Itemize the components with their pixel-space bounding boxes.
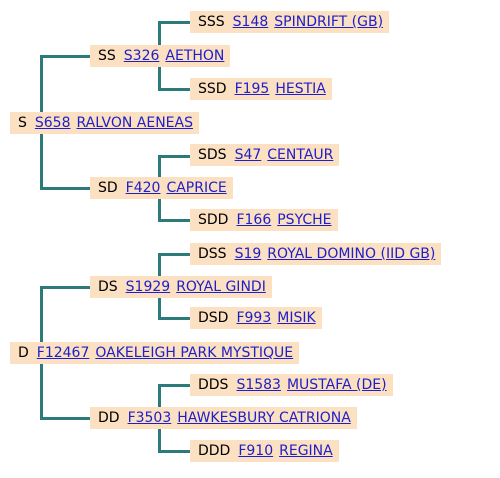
- relation-code: SDD: [198, 212, 229, 228]
- relation-code: DDS: [198, 377, 229, 393]
- relation-code: SS: [98, 48, 116, 64]
- registration-link[interactable]: S1929: [125, 279, 171, 295]
- connector: [40, 417, 90, 420]
- pedigree-entry-sss: SSS S148 SPINDRIFT (GB): [190, 11, 390, 33]
- pedigree-entry-ddd: DDD F910 REGINA: [190, 440, 339, 462]
- registration-link[interactable]: S1583: [236, 377, 281, 393]
- dog-name-link[interactable]: MISIK: [277, 310, 316, 326]
- dog-name-link[interactable]: AETHON: [165, 48, 225, 64]
- dog-name-link[interactable]: ROYAL GINDI: [176, 279, 266, 295]
- relation-code: DSD: [198, 310, 229, 326]
- registration-link[interactable]: S148: [232, 14, 269, 30]
- connector: [158, 219, 190, 222]
- connector: [158, 57, 161, 91]
- registration-link[interactable]: F166: [236, 212, 272, 228]
- registration-link[interactable]: F195: [234, 81, 270, 97]
- connector: [40, 123, 43, 190]
- connector: [40, 187, 90, 190]
- registration-link[interactable]: F3503: [127, 410, 172, 426]
- dog-name-link[interactable]: SPINDRIFT (GB): [274, 14, 384, 30]
- pedigree-entry-ss: SS S326 AETHON: [90, 45, 231, 67]
- connector: [158, 287, 161, 320]
- connector: [158, 155, 161, 189]
- pedigree-entry-dd: DD F3503 HAWKESBURY CATRIONA: [90, 407, 357, 429]
- pedigree-entry-ssd: SSD F195 HESTIA: [190, 78, 332, 100]
- dog-name-link[interactable]: CENTAUR: [267, 147, 334, 163]
- dog-name-link[interactable]: ROYAL DOMINO (IID GB): [267, 246, 436, 262]
- dog-name-link[interactable]: OAKELEIGH PARK MYSTIQUE: [95, 345, 294, 361]
- relation-code: SSD: [198, 81, 227, 97]
- connector: [158, 21, 161, 58]
- dog-name-link[interactable]: PSYCHE: [277, 212, 332, 228]
- connector: [158, 253, 190, 256]
- dog-name-link[interactable]: REGINA: [279, 443, 333, 459]
- registration-link[interactable]: F993: [236, 310, 272, 326]
- connector: [40, 286, 90, 289]
- registration-link[interactable]: S47: [234, 147, 262, 163]
- registration-link[interactable]: S326: [123, 48, 160, 64]
- connector: [158, 418, 161, 452]
- dog-name-link[interactable]: HAWKESBURY CATRIONA: [177, 410, 351, 426]
- relation-code: SSS: [198, 14, 225, 30]
- connector: [40, 55, 90, 58]
- pedigree-entry-sds: SDS S47 CENTAUR: [190, 144, 340, 166]
- pedigree-entry-dds: DDS S1583 MUSTAFA (DE): [190, 374, 393, 396]
- relation-code: SDS: [198, 147, 227, 163]
- registration-link[interactable]: F910: [238, 443, 274, 459]
- connector: [40, 55, 43, 123]
- pedigree-entry-s: S S658 RALVON AENEAS: [10, 112, 199, 134]
- dog-name-link[interactable]: MUSTAFA (DE): [286, 377, 387, 393]
- relation-code: DSS: [198, 246, 227, 262]
- connector: [158, 450, 190, 453]
- registration-link[interactable]: S658: [34, 115, 71, 131]
- pedigree-entry-sd: SD F420 CAPRICE: [90, 177, 233, 199]
- connector: [158, 88, 190, 91]
- pedigree-entry-d: D F12467 OAKELEIGH PARK MYSTIQUE: [10, 342, 300, 364]
- pedigree-entry-dsd: DSD F993 MISIK: [190, 307, 322, 329]
- pedigree-entry-sdd: SDD F166 PSYCHE: [190, 209, 338, 231]
- dog-name-link[interactable]: RALVON AENEAS: [76, 115, 193, 131]
- connector: [158, 21, 190, 24]
- relation-code: DS: [98, 279, 118, 295]
- connector: [158, 384, 190, 387]
- relation-code: DDD: [198, 443, 231, 459]
- registration-link[interactable]: F420: [125, 180, 161, 196]
- relation-code: SD: [98, 180, 118, 196]
- pedigree-entry-ds: DS S1929 ROYAL GINDI: [90, 276, 272, 298]
- connector: [158, 189, 161, 222]
- connector: [40, 353, 43, 420]
- relation-code: S: [18, 115, 27, 131]
- relation-code: DD: [98, 410, 120, 426]
- dog-name-link[interactable]: CAPRICE: [166, 180, 227, 196]
- registration-link[interactable]: S19: [234, 246, 262, 262]
- connector: [158, 317, 190, 320]
- registration-link[interactable]: F12467: [36, 345, 90, 361]
- connector: [158, 155, 190, 158]
- dog-name-link[interactable]: HESTIA: [275, 81, 326, 97]
- connector: [158, 384, 161, 418]
- relation-code: D: [18, 345, 29, 361]
- connector: [158, 253, 161, 287]
- connector: [40, 286, 43, 353]
- pedigree-entry-dss: DSS S19 ROYAL DOMINO (IID GB): [190, 243, 442, 265]
